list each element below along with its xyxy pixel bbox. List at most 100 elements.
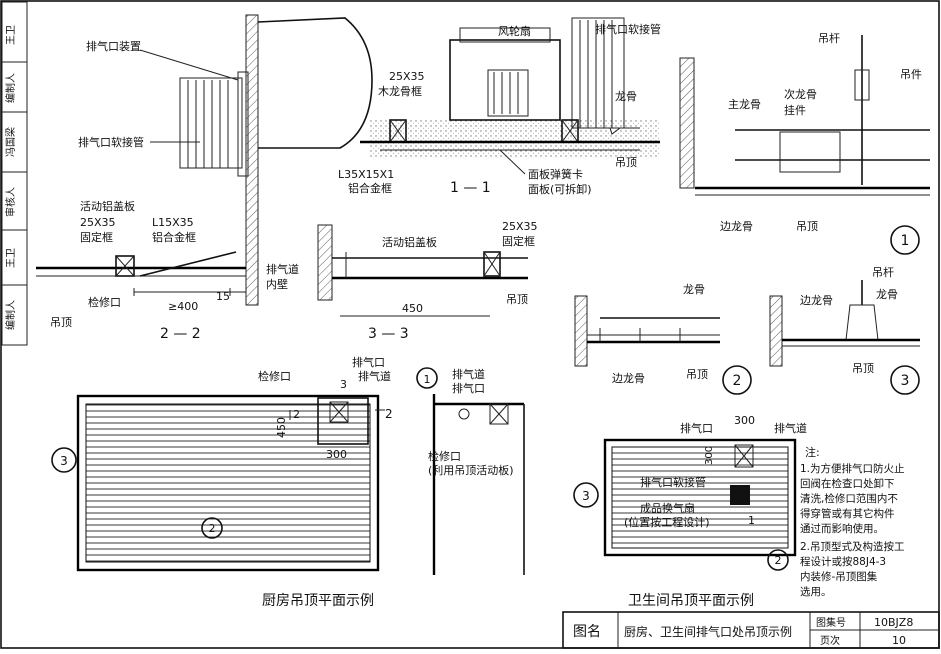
detail-3-number: 3 [901, 373, 910, 389]
notes-heading: 注: [805, 445, 820, 459]
fixed-frame-2-2 [115, 255, 135, 277]
label-ceiling-2-2: 吊顶 [50, 316, 72, 329]
detail-2: 龙骨 边龙骨 吊顶 2 [574, 283, 752, 395]
label-kitchen-duct: 排气道 [358, 369, 391, 383]
label-frame-size-3-3: 25X35 [502, 220, 538, 233]
section-3-3: 活动铝盖板 25X35 固定框 吊顶 450 3 — 3 [317, 220, 538, 342]
label-kitchen-access: 检修口 [258, 369, 291, 383]
bathroom-plan-title: 卫生间吊顶平面示例 [628, 593, 754, 609]
label-angle-size: L35X15X1 [338, 168, 394, 181]
section-2-2: 活动铝盖板 25X35 固定框 L15X35 铝合金框 排气道 内壁 检修口 吊… [36, 199, 299, 342]
bathroom-ceiling-panels [611, 446, 789, 549]
kitchen-mark-3: 3 [340, 378, 347, 391]
label-duct-inner-2-2: 内壁 [266, 277, 288, 291]
label-access-2-2: 检修口 [88, 295, 121, 309]
label-keel-1-1: 龙骨 [615, 90, 637, 103]
kitchen-plan: 2 2 3 3 2 检修口 排气口 排气道 450 300 厨房吊顶平面示例 [51, 355, 393, 609]
dim-kitchen-300: 300 [326, 448, 347, 461]
title-block-atlas-no: 10BJZ8 [874, 616, 913, 629]
sidebar-strip: 王卫 编制人 冯国梁 审核人 王卫 编制人 [1, 1, 28, 346]
note-line-8: 内装修-吊顶图集 [800, 570, 878, 583]
note-line-7: 程设计或按88J4-3 [800, 555, 886, 568]
label-kitchen-exhaust-port: 排气口 [352, 355, 385, 369]
label-keel-2: 龙骨 [683, 283, 705, 296]
bathroom-mark-1: 1 [748, 514, 755, 527]
note-line-2: 回阀在检查口处卸下 [800, 477, 895, 490]
label-ceiling-1: 吊顶 [796, 220, 818, 233]
label-fixed-frame-2-2: 固定框 [80, 230, 113, 244]
dim-bathroom-300: 300 [734, 414, 755, 427]
exhaust-device-shape [257, 17, 373, 149]
label-fan: 风轮扇 [498, 24, 531, 38]
kitchen-ceiling-panels [85, 403, 371, 563]
label-movable-plate-3-3: 活动铝盖板 [382, 235, 437, 249]
title-block-page-no: 10 [892, 634, 906, 647]
label-duct-plan-port: 排气口 [452, 381, 485, 395]
sidebar-strip-3: 编制人 [4, 300, 17, 330]
label-hanger-rod-3: 吊杆 [872, 265, 894, 279]
sidebar-strip-2: 审核人 [4, 187, 17, 217]
kitchen-callout-2: 2 [209, 522, 216, 535]
label-alu-frame-2-2: 铝合金框 [152, 230, 196, 244]
kitchen-mark-2-left: 2 [293, 408, 300, 421]
section-1-1-right-wall [679, 57, 695, 189]
title-block-label: 图名 [573, 624, 601, 640]
label-wood-frame: 木龙骨框 [378, 85, 422, 98]
label-duct-wall-2-2: 排气道 [266, 262, 299, 276]
duct-wall [245, 14, 259, 306]
detail-1-number: 1 [901, 233, 910, 249]
detail-2-number: 2 [733, 373, 742, 389]
note-line-3: 清洗,检修口范围内不 [800, 492, 898, 505]
bathroom-callout-2: 2 [775, 554, 782, 567]
bathroom-callout-3: 3 [582, 489, 590, 503]
label-panel-spring: 面板弹簧卡 [528, 167, 583, 181]
label-duct-plan-duct: 排气道 [452, 367, 485, 381]
label-sub-keel-1: 次龙骨 [784, 87, 817, 101]
section-1-1-label: 1 — 1 [450, 180, 491, 196]
dim-450-3-3: 450 [402, 302, 423, 315]
title-block: 图名 厨房、卫生间排气口处吊顶示例 图集号 10BJZ8 页次 10 [562, 611, 940, 649]
duct-access-plan: 1 排气道 排气口 检修口 (利用吊顶活动板) [416, 367, 525, 575]
dim-kitchen-450: 450 [275, 417, 288, 438]
label-fixed-frame-size-2-2: 25X35 [80, 216, 116, 229]
label-duct-plan-access-note: (利用吊顶活动板) [428, 463, 514, 477]
detail-3: 吊杆 龙骨 边龙骨 吊顶 3 [769, 265, 920, 395]
label-hanger-rod-1: 吊杆 [818, 31, 840, 45]
label-hanger-1: 吊件 [900, 68, 922, 81]
kitchen-callout-3: 3 [60, 454, 68, 468]
sidebar-strip-1: 编制人 [4, 73, 17, 103]
label-exhaust-hose-left: 排气口软接管 [78, 135, 144, 149]
section-2-2-label: 2 — 2 [160, 326, 201, 342]
section-1-1: 排气口装置 排气口软接管 风轮扇 排气口软接管 龙骨 25X35 木龙骨框 L3… [78, 14, 695, 306]
dim-bathroom-300-vertical: 300 [704, 446, 715, 465]
kitchen-mark-2-right: 2 [385, 407, 393, 421]
label-alu-size-2-2: L15X35 [152, 216, 194, 229]
label-ceiling-1-1: 吊顶 [615, 156, 637, 169]
label-ceiling-3-3: 吊顶 [506, 293, 528, 306]
kitchen-access-opening [317, 397, 369, 445]
section-3-3-label: 3 — 3 [368, 326, 409, 342]
sidebar-name-3: 王卫 [6, 248, 17, 268]
note-line-6: 2.吊顶型式及构造按工 [800, 540, 905, 553]
label-wood-frame-size: 25X35 [389, 70, 425, 83]
label-edge-keel-1: 边龙骨 [720, 220, 753, 233]
detail-1: 吊杆 吊件 主龙骨 次龙骨 挂件 吊顶 边龙骨 1 [695, 31, 930, 255]
exhaust-hose-left [179, 77, 243, 169]
label-panel-removable: 面板(可拆卸) [528, 182, 592, 196]
label-edge-keel-2: 边龙骨 [612, 372, 645, 385]
sidebar-name-1: 王卫 [6, 25, 17, 45]
fan-box [449, 39, 561, 121]
label-ceiling-3: 吊顶 [852, 362, 874, 375]
note-line-1: 1.为方便排气口防火止 [800, 462, 905, 475]
bathroom-plan: 3 2 排气口 排气道 300 300 排气口软接管 成品换气扇 (位置按工程设… [573, 414, 807, 609]
dim-15: 15 [216, 290, 230, 303]
title-block-page-label: 页次 [820, 634, 840, 647]
movable-plate-2-2 [139, 251, 237, 277]
label-angle-frame: 铝合金框 [348, 181, 392, 195]
ceiling-concrete [370, 120, 660, 158]
label-bathroom-fan: 成品换气扇 [640, 501, 695, 515]
label-duct-plan-access: 检修口 [428, 449, 461, 463]
